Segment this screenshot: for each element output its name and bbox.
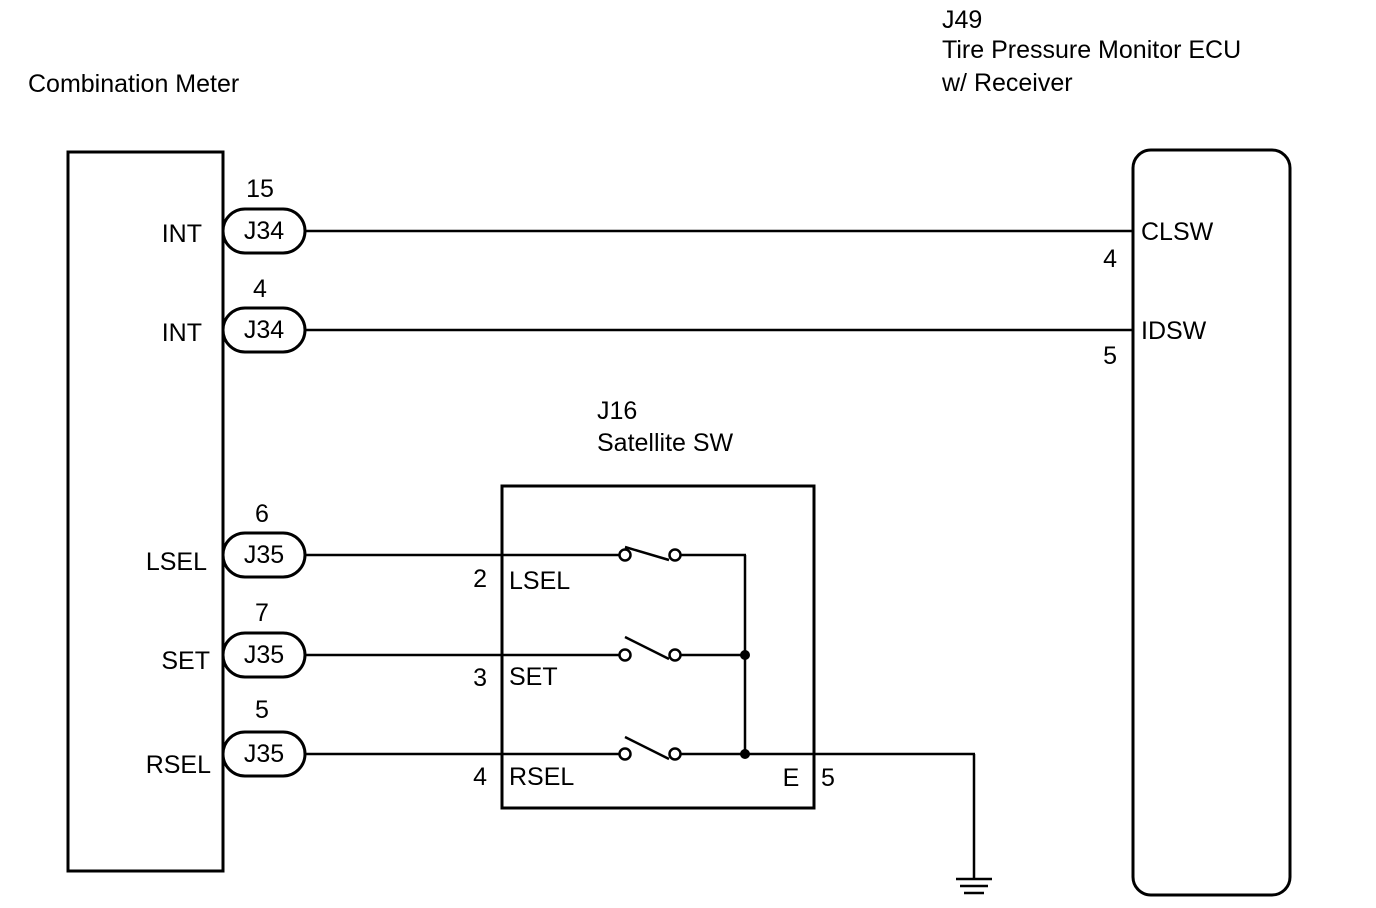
tpm-ecu-title-line1: Tire Pressure Monitor ECU (942, 36, 1241, 64)
meter-pin-number-4: 4 (253, 275, 267, 303)
meter-pin-label-int-1: INT (162, 220, 202, 248)
switch-blade-rsel (624, 735, 670, 761)
connector-j35-label-1: J35 (244, 541, 284, 569)
circuit-int-clsw: INT 15 J34 CLSW 4 (162, 175, 1214, 273)
switch-contact-set-in (618, 648, 632, 662)
switch-blade-set (624, 635, 670, 661)
meter-pin-number-15: 15 (246, 175, 274, 203)
ecu-pin-number-4: 4 (1103, 245, 1117, 273)
connector-j35-pin7 (221, 631, 307, 679)
meter-pin-label-lsel: LSEL (146, 548, 207, 576)
switch-pin-number-2: 2 (473, 565, 487, 593)
connector-j35-label-2: J35 (244, 641, 284, 669)
satellite-sw-box (500, 484, 816, 810)
circuit-rsel: RSEL 5 J35 4 RSEL (146, 696, 975, 791)
junction-dot-rsel (740, 749, 750, 759)
ground-circuit: E 5 (783, 754, 992, 895)
switch-contact-set-out (668, 648, 682, 662)
ecu-pin-number-5: 5 (1103, 342, 1117, 370)
circuit-set: SET 7 J35 3 SET (161, 599, 746, 692)
connector-j35-label-3: J35 (244, 740, 284, 768)
circuit-lsel: LSEL 6 J35 2 LSEL (146, 500, 746, 595)
switch-contact-lsel-out (668, 548, 682, 562)
switch-contact-rsel-out (668, 747, 682, 761)
switch-blade-lsel (624, 545, 670, 562)
satellite-sw-title: Satellite SW (597, 429, 734, 457)
switch-pin-label-rsel: RSEL (509, 763, 574, 791)
meter-pin-number-6: 6 (255, 500, 269, 528)
tpm-ecu-title-line2: w/ Receiver (941, 69, 1073, 97)
combination-meter-box (66, 150, 225, 873)
connector-j34-pin15 (221, 207, 307, 255)
ground-icon (956, 877, 992, 895)
circuit-int-idsw: INT 4 J34 IDSW 5 (162, 275, 1207, 370)
switch-contact-rsel-in (618, 747, 632, 761)
switch-pin-label-set: SET (509, 663, 558, 691)
tpm-ecu-code: J49 (942, 6, 982, 34)
junction-dot-set (740, 650, 750, 660)
meter-pin-label-set: SET (161, 647, 210, 675)
meter-pin-label-int-2: INT (162, 319, 202, 347)
connector-j34-pin4 (221, 306, 307, 354)
switch-ground-label-e: E (783, 764, 800, 792)
meter-pin-number-5: 5 (255, 696, 269, 724)
satellite-sw-code: J16 (597, 397, 637, 425)
connector-j34-label-2: J34 (244, 316, 284, 344)
tpm-ecu-box (1131, 148, 1292, 897)
switch-pin-label-lsel: LSEL (509, 567, 570, 595)
switch-ground-pin-number-5: 5 (821, 764, 835, 792)
switch-pin-number-3: 3 (473, 664, 487, 692)
switch-contact-lsel-in (618, 548, 632, 562)
combination-meter-title: Combination Meter (28, 70, 239, 98)
connector-j35-pin6 (221, 531, 307, 579)
ecu-pin-label-idsw: IDSW (1141, 317, 1207, 345)
connector-j34-label-1: J34 (244, 217, 284, 245)
meter-pin-number-7: 7 (255, 599, 269, 627)
switch-pin-number-4: 4 (473, 763, 487, 791)
meter-pin-label-rsel: RSEL (146, 751, 211, 779)
ecu-pin-label-clsw: CLSW (1141, 218, 1214, 246)
connector-j35-pin5 (221, 730, 307, 778)
